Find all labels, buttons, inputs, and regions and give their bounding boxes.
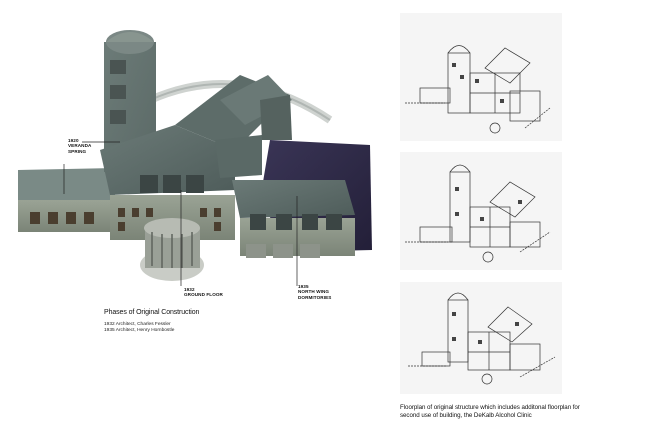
- building-massing-model: [18, 30, 372, 286]
- callout-1932: 1932 Ground Floor: [184, 287, 223, 298]
- floorplan-3: [400, 282, 562, 394]
- east-wing: [232, 180, 355, 258]
- caption-title: Phases of Original Construction: [104, 309, 200, 316]
- rotunda: [140, 218, 204, 281]
- caption-line-1: 1932 Architect, Charles Fessler: [104, 322, 171, 327]
- callout-1920: 1920 Veranda Spring: [68, 138, 92, 154]
- floorplan-1: [400, 13, 562, 141]
- main-dormers: [140, 175, 204, 193]
- floorplan-caption-line-2: second use of building, the DeKalb Alcoh…: [400, 412, 532, 419]
- floorplan-2: [400, 152, 562, 270]
- floorplan-caption-line-1: Floorplan of original structure which in…: [400, 404, 580, 411]
- callout-1935: 1935 North Wing Dormitories: [298, 284, 332, 300]
- construction-caption: Phases of Original Construction 1932 Arc…: [104, 309, 199, 334]
- callout-leaders: [63, 141, 298, 286]
- west-wing: [18, 168, 115, 232]
- floorplan-caption: Floorplan of original structure which in…: [400, 404, 662, 420]
- caption-line-2: 1935 Architect, Henry Hornbostle: [104, 328, 175, 334]
